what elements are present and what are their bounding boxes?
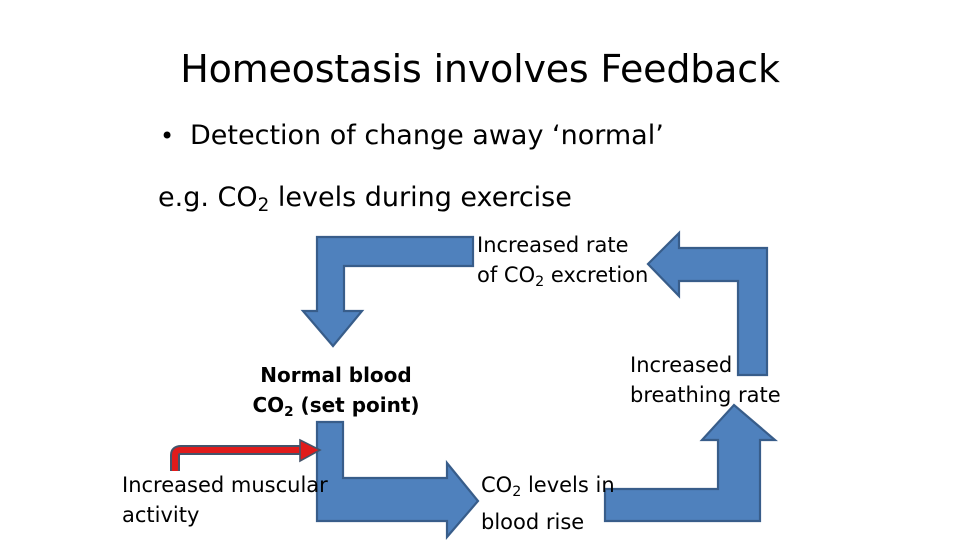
example-line: e.g. CO2 levels during exercise (158, 180, 572, 224)
node-line-2: activity (122, 503, 200, 527)
node-label-co2-levels-rise: CO2 levels in blood rise (481, 470, 615, 537)
node-line-2: blood rise (481, 509, 585, 534)
node-line-1-suffix: levels in (521, 473, 615, 497)
arrow-breathing-to-excretion (646, 230, 769, 377)
node-label-increased-excretion: Increased rate of CO2 excretion (477, 230, 648, 297)
node-line-1-subscript: 2 (512, 483, 522, 500)
node-line-1-prefix: CO (481, 473, 513, 497)
arrow-setpoint-to-co2rise (315, 420, 480, 540)
example-subscript: 2 (257, 195, 270, 217)
arrow-co2rise-to-breathing (603, 403, 778, 523)
node-line-2-prefix: CO (252, 393, 285, 417)
arrow-excretion-to-setpoint (300, 235, 475, 348)
bullet-item-label: Detection of change away ‘normal’ (190, 120, 664, 151)
node-line-2-subscript: 2 (284, 403, 294, 420)
example-prefix: e.g. CO (158, 182, 258, 213)
page-title: Homeostasis involves Feedback (180, 47, 780, 91)
node-line-2-suffix: excretion (544, 263, 649, 287)
node-line-1: Increased (630, 353, 733, 377)
node-line-1: CO2 levels in (481, 470, 615, 507)
stimulus-arrow-head-icon (299, 438, 322, 463)
node-label-increased-breathing: Increased breathing rate (630, 350, 781, 410)
node-label-increased-muscular-activity: Increased muscular activity (122, 470, 328, 530)
arrow-muscular-stimulus (172, 447, 303, 471)
node-line-2-suffix: (set point) (293, 393, 420, 417)
node-label-set-point: Normal blood CO2 (set point) (246, 360, 426, 427)
bullet-list-item: • Detection of change away ‘normal’ (160, 118, 664, 154)
node-line-1: Increased rate (477, 233, 629, 257)
bullet-marker-icon: • (160, 122, 175, 150)
node-line-1: Increased muscular (122, 473, 328, 497)
node-line-2: CO2 (set point) (246, 390, 426, 427)
node-line-1: Normal blood (260, 363, 412, 387)
node-line-2: of CO2 excretion (477, 260, 648, 297)
node-line-2-subscript: 2 (535, 273, 545, 290)
example-suffix: levels during exercise (269, 182, 572, 213)
stimulus-arrow-outline (170, 445, 303, 471)
node-line-2-prefix: of CO (477, 263, 536, 287)
node-line-2: breathing rate (630, 383, 781, 407)
